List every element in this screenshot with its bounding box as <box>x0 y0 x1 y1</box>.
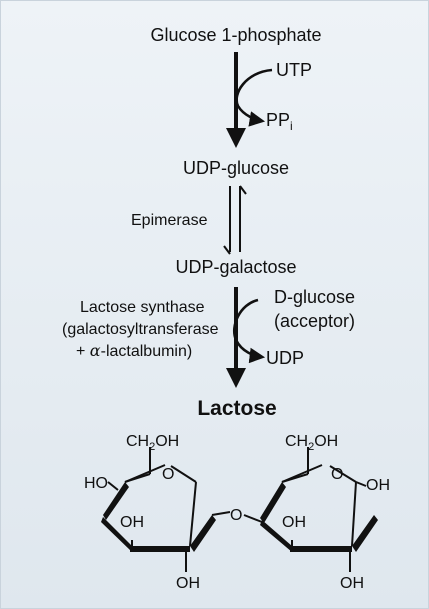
enzyme-line-2: (galactosyltransferase <box>62 321 219 338</box>
utp-curved-arrow <box>235 68 273 127</box>
ring1-oxygen: O <box>162 466 174 483</box>
lactose-title: Lactose <box>197 397 276 420</box>
ring2-oh-bottom: OH <box>340 575 364 592</box>
ppi-label: PPi <box>266 110 293 133</box>
glucose-1-phosphate-label: Glucose 1-phosphate <box>150 25 321 45</box>
udp-glucose-label: UDP-glucose <box>183 158 289 178</box>
ring2-ch2oh: CH2OH <box>285 433 338 453</box>
ring2-oh-right: OH <box>366 477 390 494</box>
acceptor-label: (acceptor) <box>274 311 355 331</box>
enzyme-line-1: Lactose synthase <box>80 299 205 316</box>
udp-label: UDP <box>266 348 304 368</box>
enzyme-line-3: + α-lactalbumin) <box>76 341 192 360</box>
dglucose-label: D-glucose <box>274 287 355 307</box>
epimerase-label: Epimerase <box>131 212 208 229</box>
ring2-oh-mid: OH <box>282 514 306 531</box>
galactose-ring <box>101 447 231 572</box>
ring2-oxygen: O <box>331 466 343 483</box>
glycosidic-oxygen: O <box>230 507 242 524</box>
utp-label: UTP <box>276 60 312 80</box>
ring1-oh-bottom: OH <box>176 575 200 592</box>
ring1-ho: HO <box>84 475 108 492</box>
ring1-oh-mid: OH <box>120 514 144 531</box>
ring1-ch2oh: CH2OH <box>126 433 179 453</box>
udp-galactose-label: UDP-galactose <box>175 257 296 277</box>
dglucose-curved-arrow <box>233 298 266 364</box>
glycosidic-bond <box>243 514 263 523</box>
glucose-ring <box>260 447 378 572</box>
